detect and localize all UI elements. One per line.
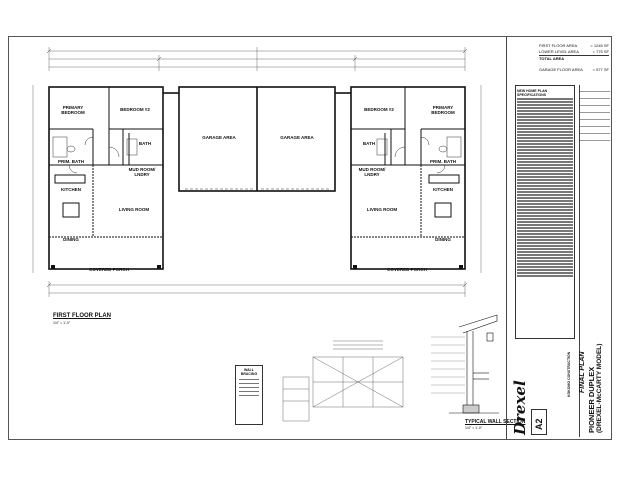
room-mud-room-left: MUD ROOM/ LNDRY bbox=[128, 167, 156, 177]
area-row: GARAGE FLOOR AREA = 577 SF bbox=[539, 67, 609, 72]
area-summary: FIRST FLOOR AREA = 1245 SF LOWER LEVEL A… bbox=[539, 43, 609, 73]
title-strip bbox=[579, 85, 611, 437]
room-bath-right: BATH bbox=[362, 141, 376, 146]
room-living-left: LIVING ROOM bbox=[118, 207, 150, 212]
wall-section-scale: 1/4" = 1'-0" bbox=[465, 426, 483, 430]
room-living-right: LIVING ROOM bbox=[366, 207, 398, 212]
specifications-title: NEW HOME PLAN SPECIFICATIONS bbox=[517, 89, 548, 97]
room-porch-left: COVERED PORCH bbox=[89, 267, 129, 272]
room-prim-bath-right: PRIM. BATH bbox=[430, 159, 456, 164]
room-kitchen-left: KITCHEN bbox=[61, 187, 81, 192]
title-strip-lines bbox=[580, 85, 610, 145]
first-floor-plan-drawing bbox=[32, 47, 482, 297]
area-row: TOTAL AREA bbox=[539, 55, 609, 62]
room-bedroom2-left: BEDROOM #2 bbox=[120, 107, 150, 112]
wall-bracing-title: WALL BRACING bbox=[240, 368, 258, 376]
garage-label-right: GARAGE AREA bbox=[280, 135, 314, 140]
wall-bracing-box: WALL BRACING bbox=[235, 365, 263, 425]
room-kitchen-right: KITCHEN bbox=[433, 187, 453, 192]
room-mud-room-right: MUD ROOM/ LNDRY bbox=[358, 167, 386, 177]
garage-label-left: GARAGE AREA bbox=[202, 135, 236, 140]
room-bath-left: BATH bbox=[138, 141, 152, 146]
wall-section-title: TYPICAL WALL SECTION bbox=[465, 419, 526, 425]
room-prim-bath-left: PRIM. BATH bbox=[58, 159, 84, 164]
bracing-elevation-sketch bbox=[282, 340, 404, 422]
drawing-sheet: PRIMARY BEDROOM BEDROOM #2 BATH PRIM. BA… bbox=[8, 36, 612, 440]
title-block: FIRST FLOOR AREA = 1245 SF LOWER LEVEL A… bbox=[506, 37, 612, 439]
sheet-number-box: A2 bbox=[531, 409, 547, 435]
client-name: KOKOMO CONSTRUCTION bbox=[567, 351, 571, 397]
area-row: FIRST FLOOR AREA = 1245 SF bbox=[539, 43, 609, 48]
specifications-box: NEW HOME PLAN SPECIFICATIONS bbox=[515, 85, 575, 339]
final-plan-label: FINAL PLAN bbox=[579, 351, 586, 393]
area-row: LOWER LEVEL AREA = 775 SF bbox=[539, 49, 609, 54]
first-floor-plan-title: FIRST FLOOR PLAN bbox=[53, 313, 111, 319]
company-logo: Drexel bbox=[511, 380, 529, 435]
room-bedroom2-right: BEDROOM #2 bbox=[364, 107, 394, 112]
project-name: PIONEER DUPLEX bbox=[587, 366, 596, 433]
room-dining-right: DINING bbox=[435, 237, 451, 242]
room-dining-left: DINING bbox=[63, 237, 79, 242]
wall-section-drawing bbox=[431, 314, 499, 414]
project-subtitle: (DREXEL-McCARTY MODEL) bbox=[596, 343, 603, 433]
room-porch-right: COVERED PORCH bbox=[387, 267, 427, 272]
room-primary-bedroom-left: PRIMARY BEDROOM bbox=[61, 105, 85, 115]
room-primary-bedroom-right: PRIMARY BEDROOM bbox=[431, 105, 455, 115]
first-floor-plan-scale: 1/4" = 1'-0" bbox=[53, 321, 71, 325]
sheet-number: A2 bbox=[534, 418, 544, 430]
